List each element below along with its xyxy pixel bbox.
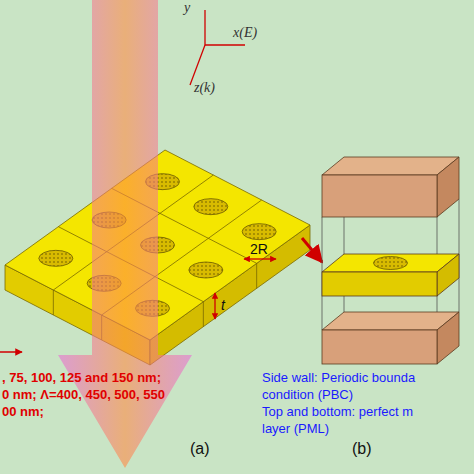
cell-border (256, 263, 257, 288)
panel-label: (b) (352, 440, 372, 458)
axis-label: y (184, 0, 190, 16)
hole (374, 257, 408, 270)
hole (189, 262, 223, 278)
parameter-note: , 75, 100, 125 and 150 nm; (2, 371, 161, 386)
dimension-label: 2R (250, 241, 268, 257)
hole (242, 224, 276, 240)
pointer-arrow (302, 238, 322, 262)
axes (190, 10, 245, 85)
pointer-stub (0, 351, 22, 353)
boundary-note: layer (PML) (262, 422, 329, 437)
pml-layer (322, 330, 437, 364)
boundary-note: Side wall: Periodic bounda (262, 371, 415, 386)
cell-border (203, 302, 204, 327)
panel-label: (a) (190, 440, 210, 458)
hole (39, 250, 73, 266)
cell-border (53, 290, 54, 315)
unit-cell-plate (322, 272, 437, 296)
dimension-label: t (221, 297, 225, 313)
boundary-note: condition (PBC) (262, 388, 353, 403)
parameter-note: 00 nm; (2, 405, 44, 420)
unit-cell (322, 157, 459, 364)
pml-layer (322, 312, 459, 330)
hole (194, 199, 228, 215)
pml-layer (437, 157, 459, 217)
unit-cell-plate (437, 254, 459, 296)
pml-layer (322, 175, 437, 217)
axis-label: x(E) (233, 25, 257, 41)
parameter-note: 0 nm; Λ=400, 450, 500, 550 (2, 388, 165, 403)
pml-layer (322, 157, 459, 175)
radius-dimension (244, 258, 276, 259)
pml-layer (437, 312, 459, 364)
thickness-dimension (214, 293, 215, 319)
axis-label: z(k) (194, 80, 215, 96)
boundary-note: Top and bottom: perfect m (262, 405, 413, 420)
unit-cell-plate (322, 254, 459, 272)
